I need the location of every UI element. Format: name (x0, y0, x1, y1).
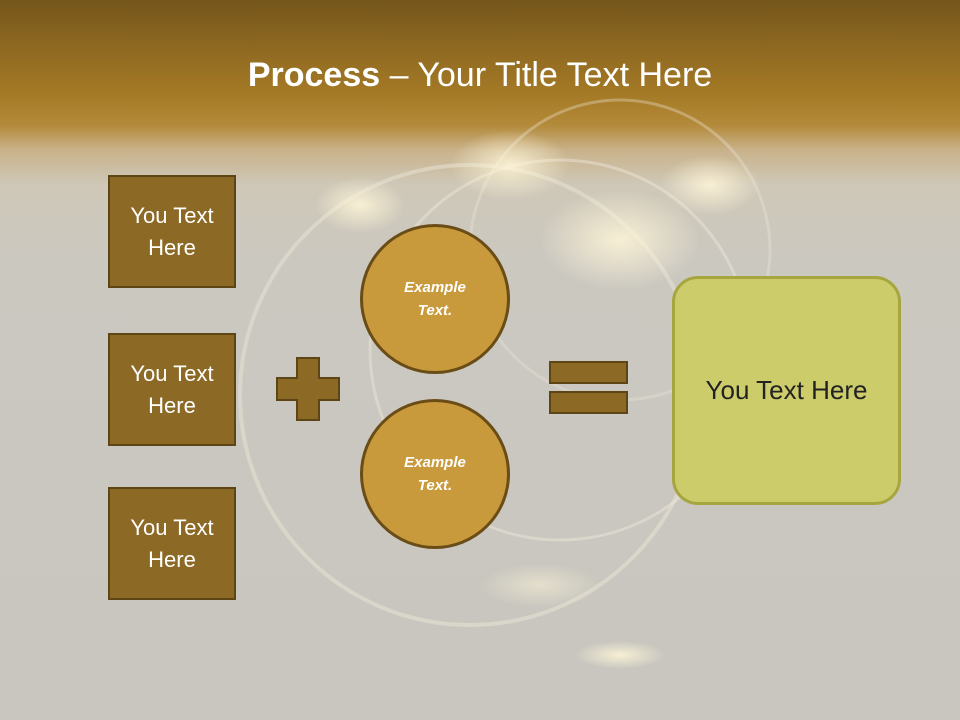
example-circle-label: Example Text. (404, 454, 466, 494)
left-text-box-label: You Text Here (130, 514, 214, 572)
left-text-box-3: You Text Here (108, 487, 236, 600)
plus-icon (276, 357, 340, 421)
result-box: You Text Here (672, 276, 901, 505)
equals-icon (549, 361, 628, 414)
left-text-box-2: You Text Here (108, 333, 236, 446)
result-box-label: You Text Here (705, 375, 868, 405)
example-circle-2: Example Text. (360, 399, 510, 549)
example-circle-label: Example Text. (404, 279, 466, 319)
title-rest: – Your Title Text Here (380, 56, 713, 94)
page-title: Process – Your Title Text Here (0, 55, 960, 95)
example-circle-1: Example Text. (360, 224, 510, 374)
left-text-box-label: You Text Here (130, 360, 214, 418)
left-text-box-1: You Text Here (108, 175, 236, 288)
left-text-box-label: You Text Here (130, 202, 214, 260)
title-bold: Process (247, 56, 381, 94)
